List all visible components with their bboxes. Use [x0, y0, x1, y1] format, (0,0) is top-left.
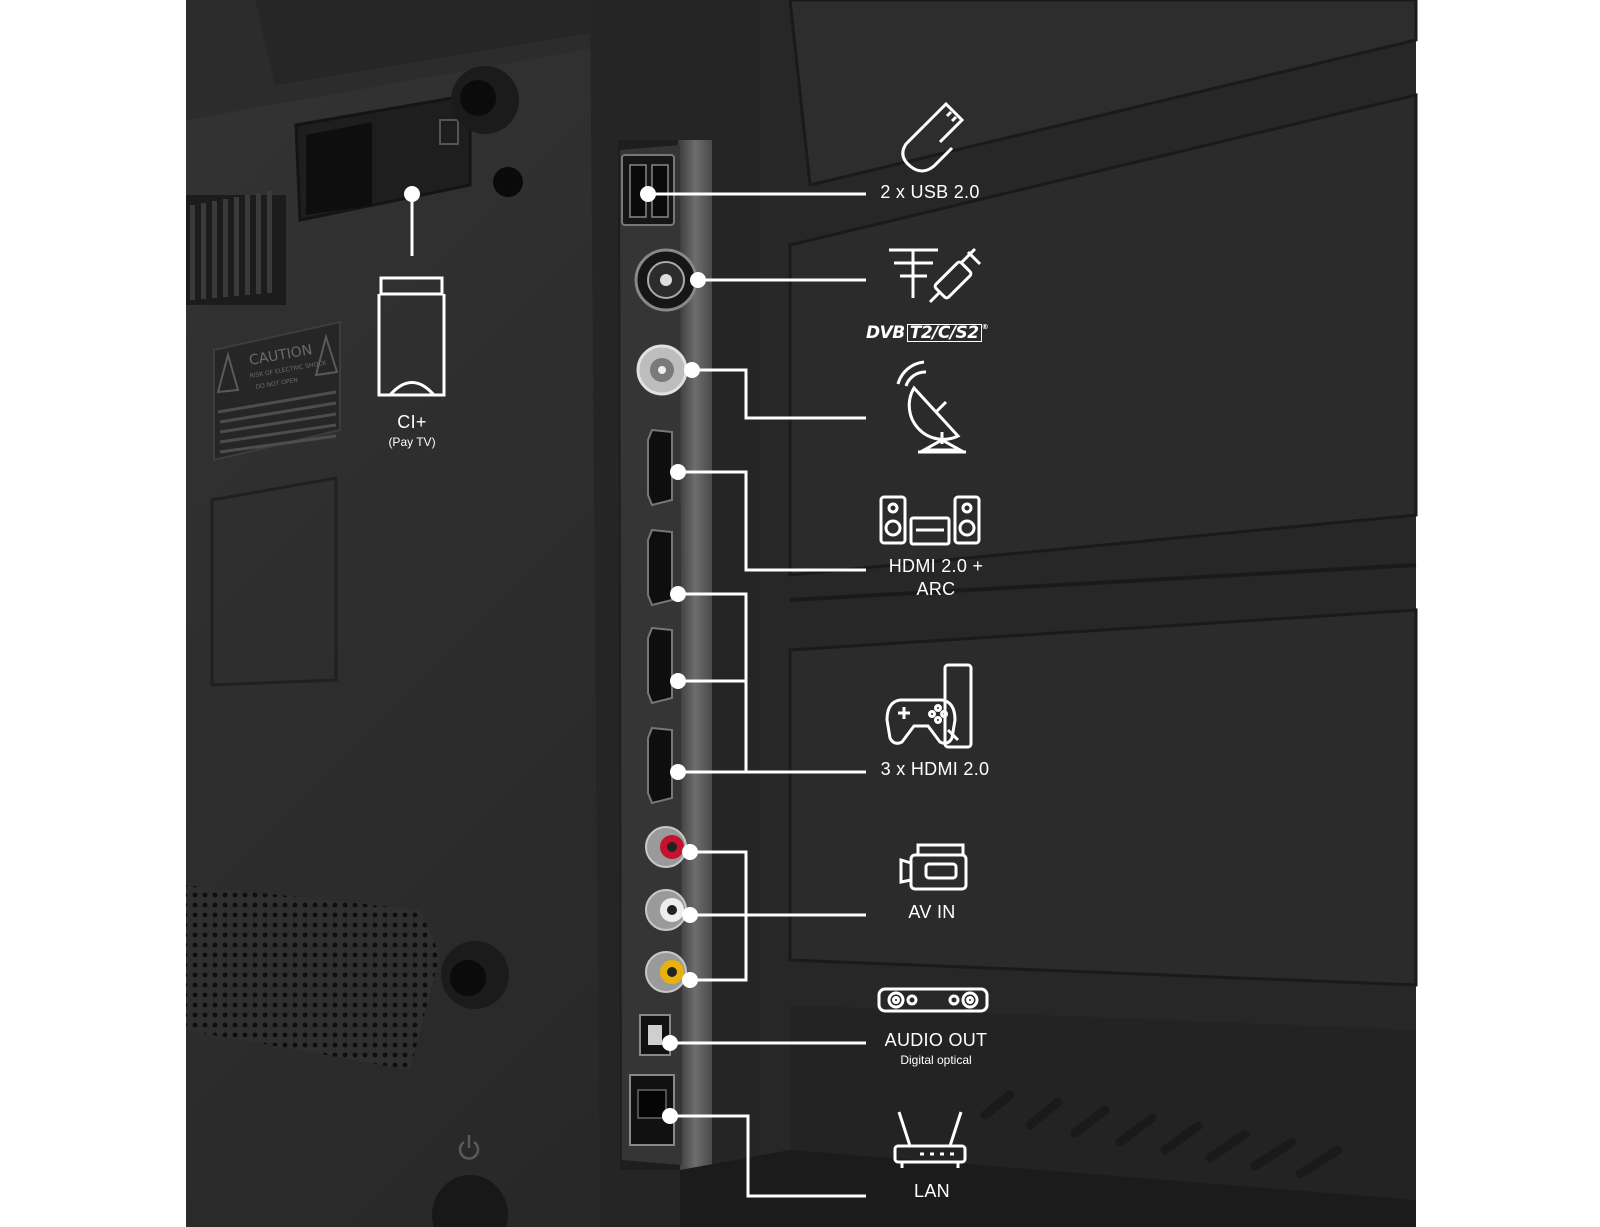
lan-label: LAN [882, 1180, 982, 1203]
usb-stick-icon [901, 101, 965, 173]
dvb-logo-mark: ® [981, 323, 989, 331]
satellite-dish-icon [896, 360, 966, 454]
wall-mount-bottom [441, 941, 509, 1009]
home-theater-icon [879, 495, 981, 546]
av-in-label-main: AV IN [908, 902, 956, 922]
rca-ports [645, 826, 687, 993]
soundbar-icon [877, 987, 989, 1013]
connector-dots [404, 186, 706, 1124]
usb-label-main: 2 x USB 2.0 [880, 182, 980, 202]
caution-label: CAUTION RISK OF ELECTRIC SHOCK DO NOT OP… [213, 320, 341, 462]
ci-card-icon [377, 276, 446, 397]
audio-out-label: AUDIO OUT Digital optical [866, 1029, 1006, 1068]
ci-slot [294, 93, 472, 222]
audio-out-label-main: AUDIO OUT [884, 1030, 988, 1050]
hdmi-ports [647, 428, 673, 805]
connector-lines [410, 192, 866, 1198]
audio-out-label-sub: Digital optical [900, 1053, 972, 1067]
hdmi-arc-label-line2: ARC [916, 579, 956, 599]
hdmi-arc-label-line1: HDMI 2.0 + [888, 556, 984, 576]
hdmi-arc-label: HDMI 2.0 + ARC [866, 555, 1006, 601]
dvb-logo-prefix: DVB [866, 323, 905, 343]
dvb-logo-standards: T2/C/S2 [906, 324, 982, 342]
hdmi3-label-main: 3 x HDMI 2.0 [880, 759, 990, 779]
top-vent-grille [186, 191, 286, 305]
lan-label-main: LAN [914, 1181, 950, 1201]
usb-ports [621, 154, 675, 226]
game-console-icon [885, 663, 973, 749]
ci-label: CI+ (Pay TV) [372, 411, 452, 450]
ci-label-sub: (Pay TV) [388, 435, 436, 449]
satellite-port [636, 344, 688, 396]
panel-recess [210, 476, 338, 687]
usb-label: 2 x USB 2.0 [860, 181, 1000, 204]
ci-label-main: CI+ [397, 412, 427, 432]
hdmi3-label: 3 x HDMI 2.0 [860, 758, 1010, 781]
router-icon [893, 1111, 967, 1168]
camcorder-icon [899, 843, 968, 891]
power-icon [458, 1135, 480, 1160]
speaker-grille [186, 885, 440, 1070]
av-in-label: AV IN [882, 901, 982, 924]
stand-mount [432, 1175, 508, 1227]
wall-mount-top [451, 66, 523, 197]
antenna-icon [889, 248, 938, 298]
antenna-port [634, 248, 698, 312]
coax-cable-icon [928, 247, 982, 304]
